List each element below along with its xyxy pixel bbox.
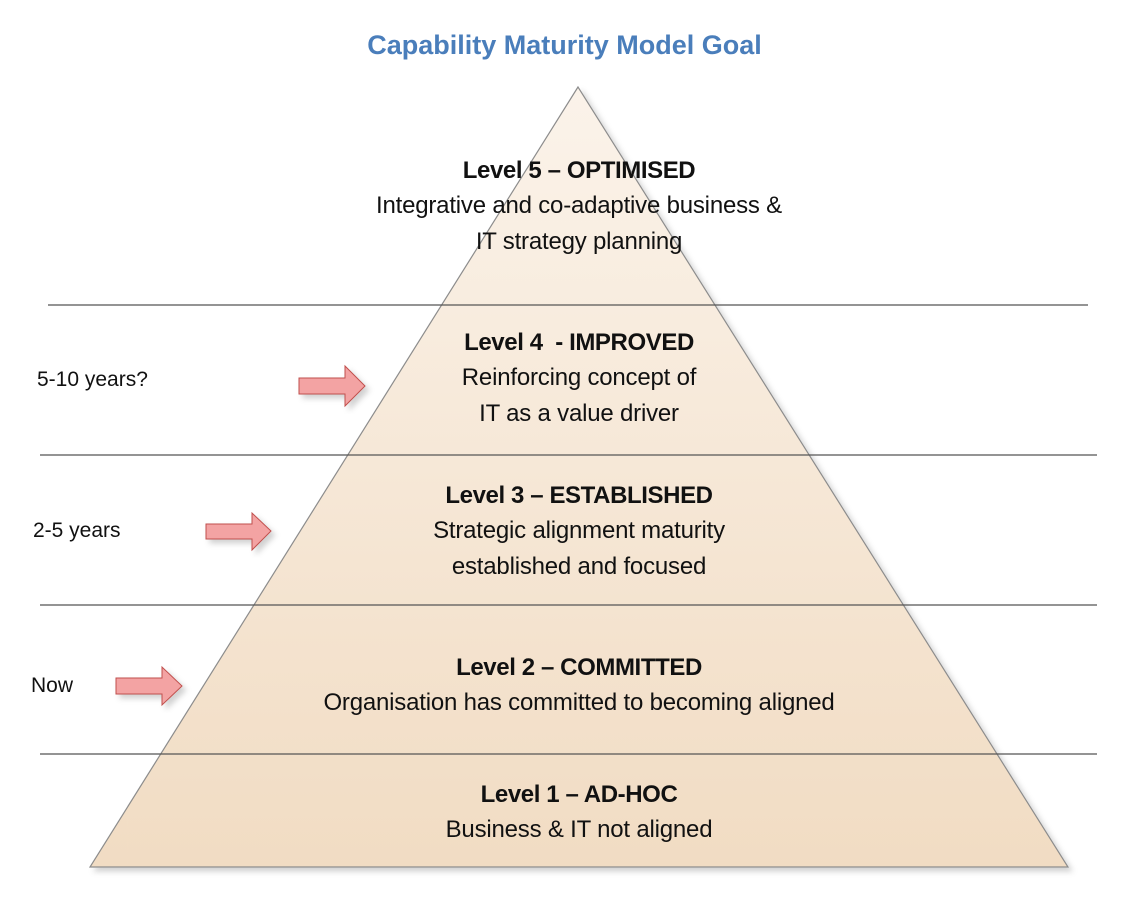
level-4-description-line-2: IT as a value driver (479, 400, 679, 427)
timeline-label-5-10-years: 5-10 years? (37, 368, 148, 391)
level-4-heading: Level 4 - IMPROVED (464, 329, 694, 356)
right-arrow-icon (298, 364, 366, 408)
pyramid-shape (88, 85, 1070, 868)
level-3-heading: Level 3 – ESTABLISHED (445, 482, 713, 509)
timeline-label-2-5-years: 2-5 years (33, 519, 121, 542)
level-3-description-line-1: Strategic alignment maturity (433, 517, 725, 544)
right-arrow-icon (205, 511, 272, 552)
level-5-description-line-1: Integrative and co-adaptive business & (376, 192, 782, 219)
level-4-description-line-1: Reinforcing concept of (461, 364, 697, 391)
level-1-heading: Level 1 – AD-HOC (480, 781, 678, 808)
level-2-heading: Level 2 – COMMITTED (456, 654, 702, 681)
level-1-block: Level 1 – AD-HOC Business & IT not align… (229, 778, 929, 848)
level-4-block: Level 4 - IMPROVED Reinforcing concept o… (229, 326, 929, 432)
level-3-description-line-2: established and focused (451, 553, 707, 580)
level-5-block: Level 5 – OPTIMISED Integrative and co-a… (229, 154, 929, 260)
level-5-description-line-2: IT strategy planning (475, 228, 683, 255)
diagram-title: Capability Maturity Model Goal (367, 30, 762, 60)
right-arrow-icon (115, 665, 183, 707)
level-2-block: Level 2 – COMMITTED Organisation has com… (229, 651, 929, 721)
level-3-block: Level 3 – ESTABLISHED Strategic alignmen… (229, 479, 929, 585)
level-1-description-line-1: Business & IT not aligned (445, 816, 713, 843)
level-5-heading: Level 5 – OPTIMISED (462, 157, 696, 184)
timeline-label-now: Now (31, 674, 74, 697)
level-2-description-line-1: Organisation has committed to becoming a… (323, 689, 835, 716)
